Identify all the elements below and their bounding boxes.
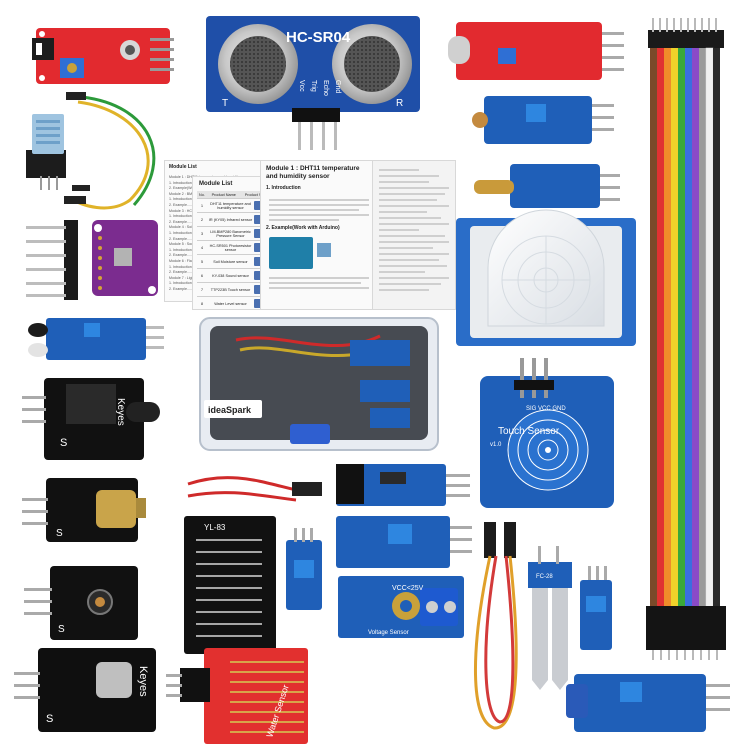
keyes-module-2: S Keyes [14, 648, 156, 732]
small-blue-module-1 [286, 528, 322, 610]
flame-sensor-module [336, 464, 470, 506]
touch-pins-label: SIG VCC GND [526, 406, 566, 412]
keyes-label: Keyes [115, 398, 126, 426]
bmp280-module [92, 220, 158, 296]
table-cell-name: Soil Moisture sensor [213, 259, 248, 264]
table-cell-no: 6 [200, 273, 204, 278]
relay-blue-module [336, 516, 472, 568]
rain-sensor-board: YL-83 [184, 516, 276, 654]
pin-vcc-label: Vcc [298, 80, 305, 92]
sound-sensor-module [32, 28, 174, 84]
table-header-shape: Product Shape [244, 192, 270, 197]
hc-sr04-r-label: R [396, 98, 403, 109]
pin-echo-label: Echo [322, 80, 329, 96]
red-mic-module [448, 22, 624, 80]
pin-trig-label: Trig [310, 80, 317, 92]
pin-header-strip [26, 220, 78, 300]
module-list-title: Module List [199, 181, 233, 187]
dht11-section-intro: 1. Introduction [266, 185, 301, 191]
manual-dht11-page: Module 1 : DHT11 temperature and humidit… [260, 160, 378, 310]
voltage-sensor-module: VCC<25V Voltage Sensor [338, 576, 464, 638]
dht11-image [317, 243, 331, 257]
table-header-no: No. [198, 192, 206, 197]
pir-motion-sensor [456, 209, 636, 346]
table-cell-no: 2 [200, 217, 204, 222]
table-cell-name: KY-038 Sound sensor [212, 273, 249, 278]
table-cell-name: TTP223B Touch sensor [210, 287, 251, 292]
table-cell-no: 7 [200, 287, 204, 292]
table-cell-name: Water Level sensor [214, 301, 247, 306]
hc-sr04-t-label: T [222, 98, 228, 109]
toc-title: Module List [169, 164, 197, 170]
tilt-sensor-module [474, 164, 620, 208]
arduino-board-image [269, 237, 313, 269]
table-cell-name: IR (KY05) Infrared sensor [208, 217, 253, 222]
keyes2-label: Keyes [137, 666, 149, 697]
hc-sr04-module: HC-SR04 T R Vcc Trig Echo Gnd [206, 16, 420, 150]
hc-sr04-label: HC-SR04 [286, 29, 351, 46]
pin-gnd-label: Gnd [334, 80, 341, 93]
table-header-name: Product Name [211, 192, 236, 197]
small-blue-module-2 [580, 566, 612, 650]
table-cell-no: 3 [200, 231, 204, 236]
voltage-rating-label: VCC<25V [392, 585, 424, 592]
table-cell-name: HC-SR501 Photoresistor sensor [209, 243, 252, 252]
soil-label: FC-28 [536, 574, 553, 580]
dht11-page-title: Module 1 : DHT11 temperature and humidit… [266, 165, 360, 180]
rainbow-jumper-ribbon [646, 18, 726, 660]
laser-module: S [22, 478, 146, 542]
photo-s-label: S [58, 624, 65, 635]
dht11-module [26, 114, 66, 190]
keyes2-s-label: S [46, 713, 53, 725]
voltage-title: Voltage Sensor [368, 630, 409, 636]
rain-board-label: YL-83 [204, 523, 226, 532]
table-cell-no: 5 [200, 259, 204, 264]
ir-obstacle-module [28, 318, 164, 360]
touch-title: Touch Sensor [498, 426, 560, 437]
table-cell-name: DHT11 temperature and humidity sensor [210, 201, 251, 210]
table-cell-name: LM-BMP280 Barometric Pressure Sensor [210, 229, 251, 238]
table-cell-no: 8 [200, 301, 204, 306]
soil-moisture-probe: FC-28 [528, 546, 572, 690]
box-brand-label: ideaSpark [208, 405, 252, 415]
storage-box: ideaSpark [199, 317, 439, 451]
jumper-wire-bundle [64, 92, 156, 210]
table-cell-no: 4 [200, 245, 204, 250]
vibration-sensor-module [566, 674, 730, 732]
light-sensor-blue-module [472, 96, 614, 144]
keyes-module-1: S Keyes [22, 378, 160, 460]
photoresistor-module: S [24, 566, 138, 640]
dht11-section-example: 2. Example(Work with Arduino) [266, 225, 340, 231]
touch-version: v1.0 [490, 442, 502, 448]
water-level-sensor: Water Sensor [166, 648, 308, 744]
loose-jumper-pair [474, 522, 518, 730]
laser-s-label: S [56, 528, 63, 539]
touch-sensor-module: SIG VCC GND Touch Sensor v1.0 [480, 358, 614, 508]
red-jumper-cable [187, 476, 322, 502]
table-cell-no: 1 [200, 203, 204, 208]
pin-s-label: S [60, 437, 67, 449]
manual-code-page [372, 160, 456, 310]
